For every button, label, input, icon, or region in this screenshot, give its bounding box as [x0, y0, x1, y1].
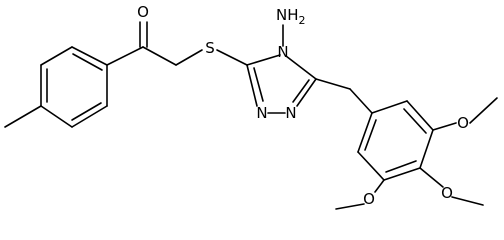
- bond-aryl-ring-4-inner: [385, 160, 417, 173]
- bond-aryl-ring-2-inner: [403, 108, 427, 134]
- atom-label-methoxy-middle-oxygen: O: [441, 184, 453, 202]
- bond-benzyl-ring: [349, 88, 373, 114]
- amino-nh: NH: [276, 6, 299, 24]
- atom-label-methoxy-bottom-oxygen: O: [363, 190, 375, 208]
- bond-tolyl-ring-5: [71, 105, 108, 128]
- bond-methoxy-top-me: [469, 97, 498, 124]
- atom-label-carbonyl-oxygen: O: [137, 3, 149, 21]
- bond-methylene-sulfur: [175, 49, 203, 66]
- bond-methyl-tolyl: [4, 105, 42, 128]
- bond-triazole-c5-n1: [296, 78, 317, 107]
- chemical-structure: O S NH2 N N N O O O: [4, 3, 498, 210]
- bond-methoxy-top-o: [432, 122, 457, 131]
- bond-tolyl-ring-3-inner: [72, 53, 103, 71]
- bond-triazole-n2-c3-inner: [253, 67, 264, 102]
- bond-methoxy-bottom-o: [374, 179, 385, 193]
- bond-triazole-benzyl: [315, 78, 351, 90]
- bond-triazole-c3-n4: [246, 54, 281, 66]
- atom-label-ring-nitrogen-top: N: [277, 43, 288, 61]
- bond-methoxy-middle-me: [451, 196, 484, 206]
- bond-tolyl-ring-3: [71, 46, 108, 66]
- bond-aryl-ring-6-inner: [364, 119, 377, 151]
- bond-sulfur-triazole: [216, 49, 248, 66]
- bond-tolyl-ring-2: [40, 46, 73, 66]
- amino-subscript: 2: [299, 14, 306, 27]
- bond-lines: [4, 21, 498, 210]
- bond-ring-carbonyl: [106, 46, 144, 66]
- bond-triazole-c5-n1-inner: [292, 79, 310, 103]
- atom-label-ring-nitrogen-left: N: [256, 104, 267, 122]
- bond-triazole-n4-c5: [285, 55, 317, 80]
- bond-tolyl-ring-6: [40, 105, 73, 128]
- bond-aryl-ring-1: [371, 100, 408, 114]
- atom-labels: O S NH2 N N N O O O: [137, 3, 469, 208]
- bond-carbonyl-methylene: [142, 46, 177, 66]
- bond-tolyl-ring-5-inner: [71, 102, 102, 121]
- bond-aryl-ring-2: [406, 100, 434, 131]
- bond-triazole-n2-c3: [246, 64, 258, 107]
- bond-aryl-ring-4: [383, 167, 421, 181]
- bond-methoxy-bottom-me: [335, 203, 365, 210]
- bond-aryl-ring-5: [357, 151, 385, 181]
- bond-methoxy-middle-o: [419, 167, 444, 188]
- atom-label-amino: NH2: [276, 6, 306, 27]
- atom-label-methoxy-top-oxygen: O: [457, 114, 469, 132]
- bond-aryl-ring-6: [357, 112, 373, 153]
- bond-aryl-ring-3: [419, 129, 434, 169]
- atom-label-ring-nitrogen-right: N: [285, 104, 296, 122]
- atom-label-sulfur: S: [205, 39, 215, 57]
